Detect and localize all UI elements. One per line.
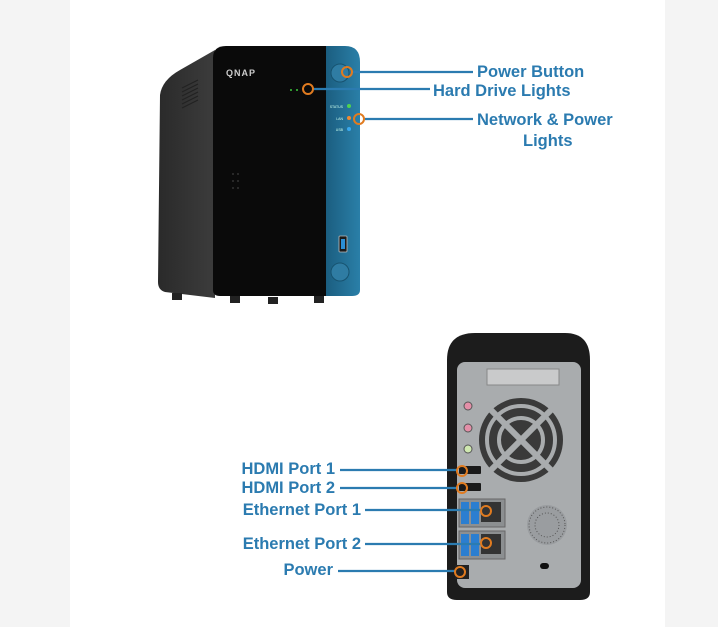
callout-lines <box>313 70 481 573</box>
device-side-panel <box>158 50 215 298</box>
copy-button[interactable] <box>330 262 350 282</box>
label-ethernet-port-1: Ethernet Port 1 <box>242 501 361 519</box>
qnap-logo: QNAP <box>226 68 256 78</box>
usb-led <box>347 127 351 131</box>
nas-rear-view <box>447 333 590 600</box>
label-hard-drive-lights: Hard Drive Lights <box>433 82 571 100</box>
led-label-usb: USB <box>336 128 344 132</box>
callout-markers <box>302 66 492 578</box>
dc-power-port <box>455 565 469 579</box>
kensington-lock <box>540 563 549 569</box>
led-label-lan: LAN <box>336 117 343 121</box>
status-led <box>347 104 351 108</box>
label-power: Power <box>283 561 333 579</box>
label-network-power-lights-line2: Lights <box>523 132 573 150</box>
label-network-power-lights: Network & Power <box>477 111 613 129</box>
led-label-status: STATUS <box>330 105 344 109</box>
label-hdmi-port-1: HDMI Port 1 <box>241 460 335 478</box>
front-blue-panel <box>326 46 360 296</box>
speaker-grille <box>527 505 567 545</box>
side-vent-icon <box>181 79 199 109</box>
nas-front-view <box>158 46 360 304</box>
hdmi-port-1 <box>459 466 481 474</box>
label-ethernet-port-2: Ethernet Port 2 <box>242 535 361 553</box>
lan-led <box>347 116 351 120</box>
label-power-button: Power Button <box>477 63 585 81</box>
label-hdmi-port-2: HDMI Port 2 <box>241 479 335 497</box>
hdmi-port-2 <box>459 483 481 491</box>
front-black-panel <box>213 46 326 296</box>
